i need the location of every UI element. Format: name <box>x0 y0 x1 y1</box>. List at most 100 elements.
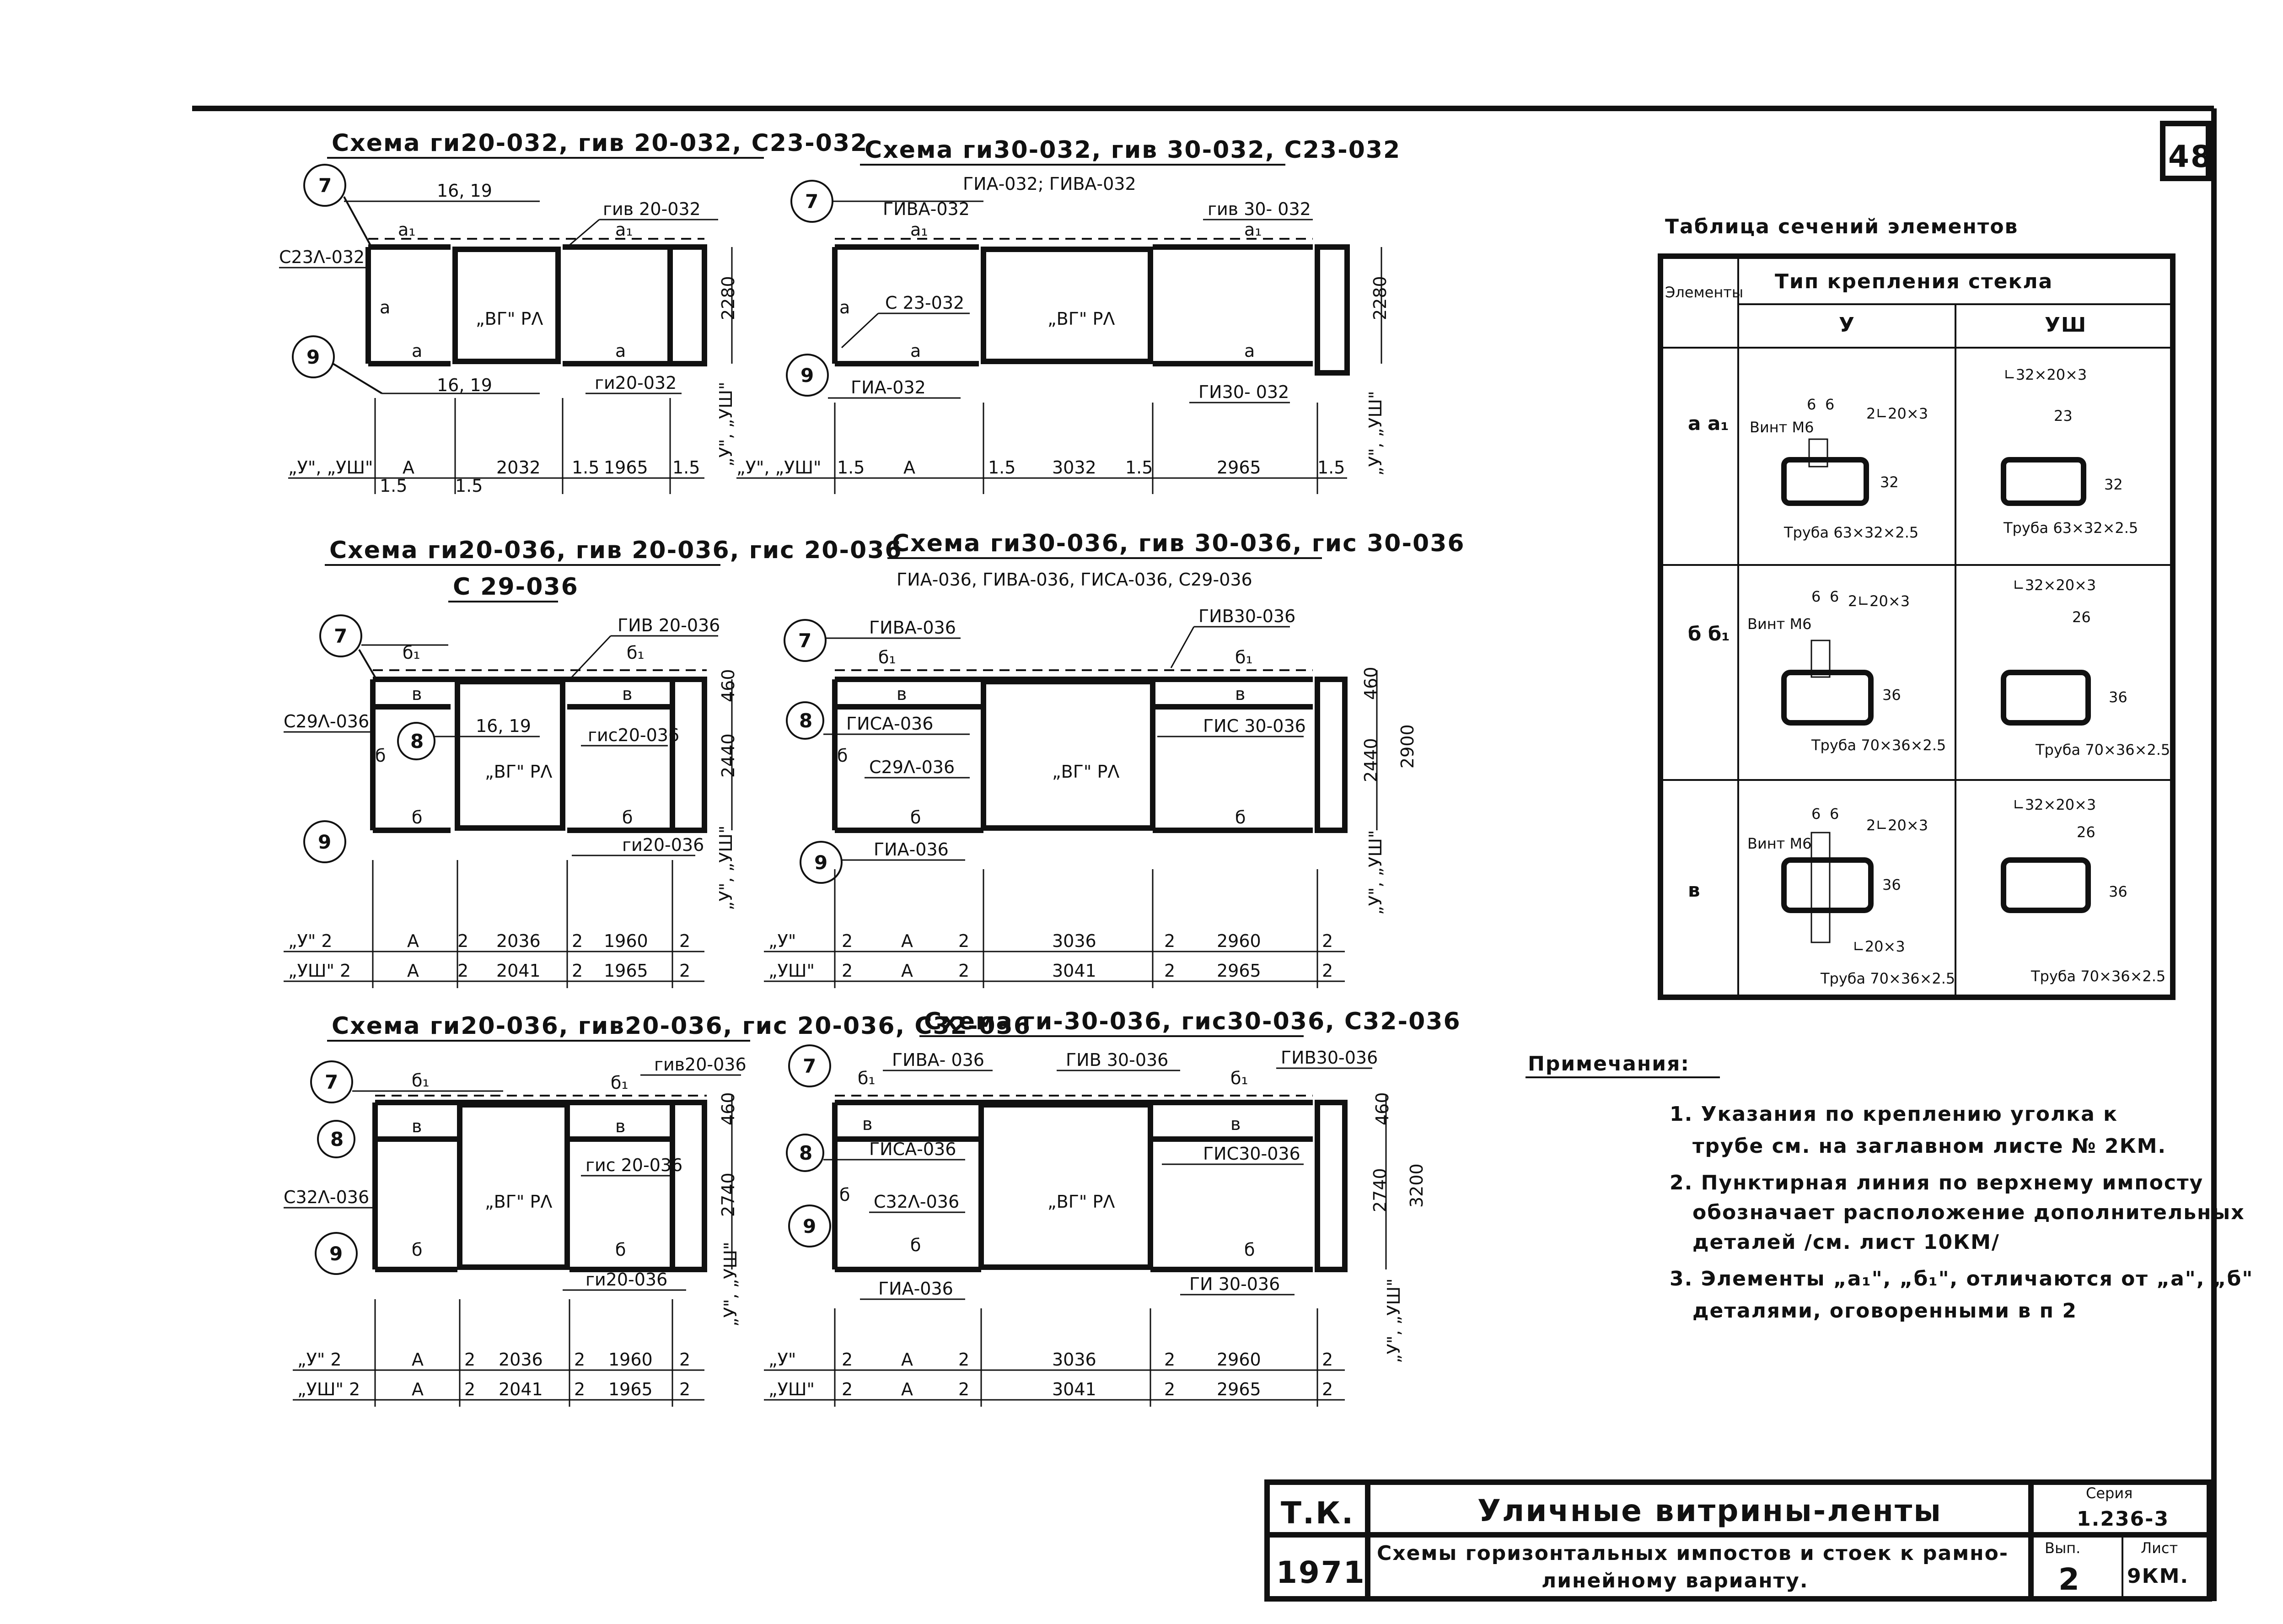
a1-label: а₁ <box>398 220 416 240</box>
row-element: в <box>1688 879 1700 901</box>
dim-text: 2960 <box>1217 931 1261 951</box>
angle-label: ∟32×20×3 <box>2013 576 2096 594</box>
callout-9 <box>786 354 829 397</box>
title-block: Т.К. 1971 Уличные витрины-ленты Схемы го… <box>1264 1479 2212 1602</box>
post <box>1315 1100 1348 1272</box>
b1-label: б₁ <box>611 1073 628 1093</box>
callout-label: 9 <box>318 831 331 853</box>
dim-text: А <box>901 1379 913 1399</box>
element-label: С29Λ-036 <box>284 711 369 731</box>
scheme-4-subtitle: ГИА-036, ГИВА-036, ГИСА-036, С29-036 <box>897 570 1252 590</box>
element-label: ГИС 30-036 <box>1203 716 1306 736</box>
dim-text: 2 <box>572 961 583 981</box>
dim-text: 2 <box>958 961 969 981</box>
screw-label: Винт М6 <box>1747 835 1811 852</box>
glass-panel <box>455 679 565 831</box>
v-label: в <box>862 1114 872 1134</box>
side-dim: „У", „УШ" <box>720 1242 741 1327</box>
callout-label: 7 <box>798 629 811 652</box>
dim-text: 1.5 <box>1125 457 1153 478</box>
element-label: ГИ 30-036 <box>1189 1274 1280 1294</box>
callout-9 <box>292 335 335 378</box>
header-type: Тип крепления стекла <box>1775 270 2053 293</box>
element-label: С32Λ-036 <box>284 1187 369 1207</box>
b1-label: б₁ <box>403 643 420 663</box>
issue-value: 2 <box>2058 1562 2081 1597</box>
dim-text: 2032 <box>496 457 541 478</box>
size-label: 6 <box>1830 805 1839 823</box>
angle-section <box>1810 640 1831 678</box>
b-label: б <box>837 746 848 766</box>
height-label: 32 <box>2104 476 2123 493</box>
note-line: 2. Пунктирная линия по верхнему импосту <box>1670 1171 2203 1194</box>
callout-7 <box>784 619 827 662</box>
b-label: б <box>910 1235 921 1255</box>
v-label: в <box>1230 1114 1241 1134</box>
element-label: ГИА-032 <box>851 377 926 398</box>
pipe-section <box>1781 457 1869 506</box>
note-line: 3. Элементы „а₁", „б₁", отличаются от „а… <box>1670 1267 2253 1291</box>
glass-panel <box>978 1102 1153 1270</box>
total-height-dim: 2900 <box>1397 724 1418 769</box>
dim-text: 2041 <box>496 961 541 981</box>
side-dim: „У", „УШ" <box>1384 1279 1404 1363</box>
size-label: 6 <box>1811 805 1821 823</box>
dim-text: „УШ" <box>768 1379 815 1399</box>
total-height-dim: 3200 <box>1407 1163 1427 1208</box>
glass-panel <box>981 247 1153 364</box>
marks-label: 16, 19 <box>437 375 492 395</box>
pipe-section <box>2001 457 2086 506</box>
dim-text: 2 <box>679 961 690 981</box>
a1-label: а₁ <box>1244 220 1262 240</box>
scheme-5: Схема ги20-036, гив20-036, гис 20-036, С… <box>284 1012 1031 1407</box>
v-label: в <box>897 684 907 704</box>
dim-text: 2965 <box>1217 457 1261 478</box>
dim-text: 2036 <box>499 1350 543 1370</box>
side-dim: „У", „УШ" <box>716 826 736 910</box>
marks-label: 16, 19 <box>476 716 531 736</box>
element-label: ГИСА-036 <box>869 1139 956 1159</box>
scheme-4-title: Схема ги30-036, гив 30-036, гис 30-036 <box>892 530 1465 557</box>
a-label: а <box>412 341 422 361</box>
callout-label: 7 <box>318 174 332 197</box>
size-label: 6 <box>1830 588 1839 605</box>
dim-text: „УШ" 2 <box>288 961 351 981</box>
b-label: б <box>375 746 386 766</box>
panel-label: „ВГ" РΛ <box>485 1192 552 1212</box>
dim-text: 1960 <box>608 1350 653 1370</box>
height-dim: 2440 <box>1361 738 1381 782</box>
scheme-5-title: Схема ги20-036, гив20-036, гис 20-036, С… <box>332 1012 1031 1040</box>
series-label: Серия <box>2086 1484 2133 1502</box>
leader-line <box>1170 626 1195 668</box>
glass-panel <box>981 679 1155 831</box>
dim-text: А <box>901 1350 913 1370</box>
dim-text: 1965 <box>604 457 648 478</box>
b-label: б <box>412 807 422 828</box>
scheme-2: Схема ги30-032, гив 30-032, С23-032 ГИА-… <box>736 136 1400 494</box>
callout-label: 8 <box>410 730 424 753</box>
height-dim: 2280 <box>718 276 738 320</box>
element-label: гив 30- 032 <box>1208 199 1311 219</box>
header-ush: УШ <box>2045 313 2087 337</box>
header-u: У <box>1839 313 1855 337</box>
pipe-label: Труба 70×36×2.5 <box>2035 741 2170 758</box>
element-label: гис20-036 <box>588 725 679 745</box>
v-label: в <box>615 1116 625 1136</box>
issue-label: Вып. <box>2045 1539 2080 1557</box>
a-label: а <box>1244 341 1255 361</box>
v-label: в <box>622 684 632 704</box>
scheme-1-title: Схема ги20-032, гив 20-032, С23-032 <box>332 129 868 157</box>
note-line: деталей /см. лист 10КМ/ <box>1692 1231 2000 1254</box>
panel-label: „ВГ" РΛ <box>1047 1192 1115 1212</box>
callout-label: 8 <box>330 1128 344 1151</box>
top-height-dim: 460 <box>718 1092 738 1125</box>
dim-text: А <box>903 457 915 478</box>
leader-line <box>567 219 600 248</box>
height-dim: 2280 <box>1370 276 1390 320</box>
b1-label: б₁ <box>627 643 645 663</box>
note-line: 1. Указания по креплению уголка к <box>1670 1102 2118 1126</box>
element-label: ГИВА-032 <box>883 199 970 219</box>
dim-text: 2960 <box>1217 1350 1261 1370</box>
size-label: 6 <box>1811 588 1821 605</box>
